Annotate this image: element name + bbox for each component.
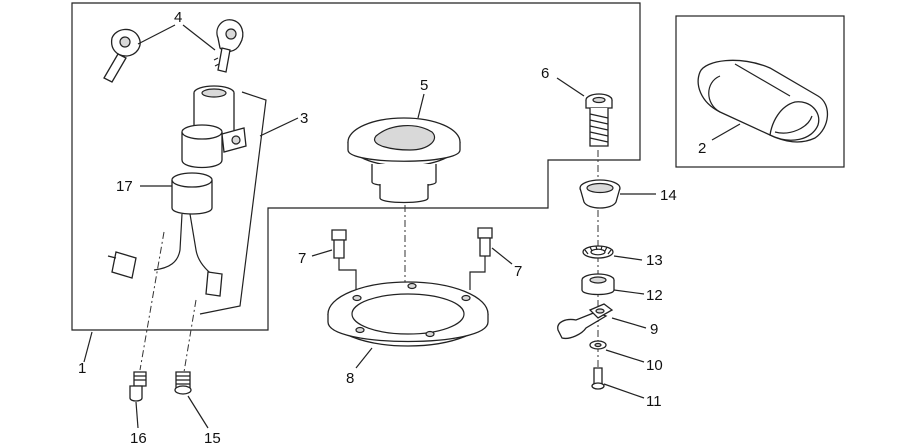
callout-7-left: 7 bbox=[298, 250, 306, 267]
leader-5 bbox=[417, 93, 425, 119]
guide-7a bbox=[338, 258, 357, 292]
leader-2 bbox=[711, 123, 741, 141]
guide-7b bbox=[469, 256, 486, 290]
callout-1: 1 bbox=[78, 360, 86, 377]
part-17-switch bbox=[107, 172, 223, 297]
callout-2: 2 bbox=[698, 140, 706, 157]
callout-12: 12 bbox=[646, 287, 663, 304]
part-9-bracket bbox=[557, 303, 614, 340]
part-6-bolt bbox=[585, 93, 613, 147]
axis-16 bbox=[139, 231, 165, 371]
part-13-washer bbox=[582, 245, 614, 259]
leader-15 bbox=[187, 395, 209, 429]
callout-16: 16 bbox=[130, 430, 147, 447]
leader-3 bbox=[259, 117, 299, 137]
part-16-screw bbox=[129, 371, 147, 402]
callout-10: 10 bbox=[646, 357, 663, 374]
part-4-key-left bbox=[103, 28, 141, 83]
leader-6 bbox=[556, 77, 585, 97]
part-10-washer bbox=[589, 340, 607, 350]
callout-13: 13 bbox=[646, 252, 663, 269]
leader-10 bbox=[605, 349, 645, 363]
part-2-sleeve bbox=[697, 59, 829, 143]
part-4-key-right bbox=[213, 19, 244, 73]
callout-14: 14 bbox=[660, 187, 677, 204]
callout-7-right: 7 bbox=[514, 263, 522, 280]
leader-16 bbox=[135, 401, 139, 429]
callout-4: 4 bbox=[174, 9, 182, 26]
leader-12 bbox=[613, 289, 645, 295]
box-part-2 bbox=[675, 15, 845, 168]
leader-1 bbox=[83, 331, 93, 363]
leader-11 bbox=[603, 383, 645, 399]
part-11-bolt bbox=[591, 367, 605, 390]
part-14-cup bbox=[579, 179, 621, 209]
part-5-fuel-cap bbox=[347, 117, 461, 204]
leader-8 bbox=[355, 347, 373, 369]
bracket-3 bbox=[199, 91, 267, 315]
part-15-screw bbox=[174, 371, 192, 395]
part-12-nut bbox=[581, 273, 615, 296]
assembly-frame-1 bbox=[71, 2, 641, 331]
leader-9 bbox=[611, 317, 647, 329]
callout-6: 6 bbox=[541, 65, 549, 82]
leader-4b bbox=[182, 24, 216, 51]
callout-8: 8 bbox=[346, 370, 354, 387]
leader-4a bbox=[137, 24, 176, 45]
callout-15: 15 bbox=[204, 430, 221, 447]
part-7-screw-right bbox=[477, 227, 493, 257]
axis-15 bbox=[183, 299, 197, 373]
callout-5: 5 bbox=[420, 77, 428, 94]
part-7-screw-left bbox=[331, 229, 347, 259]
callout-11: 11 bbox=[646, 393, 662, 410]
callout-9: 9 bbox=[650, 321, 658, 338]
callout-3: 3 bbox=[300, 110, 308, 127]
leader-7b bbox=[491, 247, 513, 265]
leader-13 bbox=[613, 255, 643, 261]
callout-17: 17 bbox=[116, 178, 133, 195]
part-8-ring bbox=[327, 281, 489, 347]
part-3-lock-cylinder bbox=[181, 85, 247, 169]
leader-7a bbox=[311, 249, 333, 257]
